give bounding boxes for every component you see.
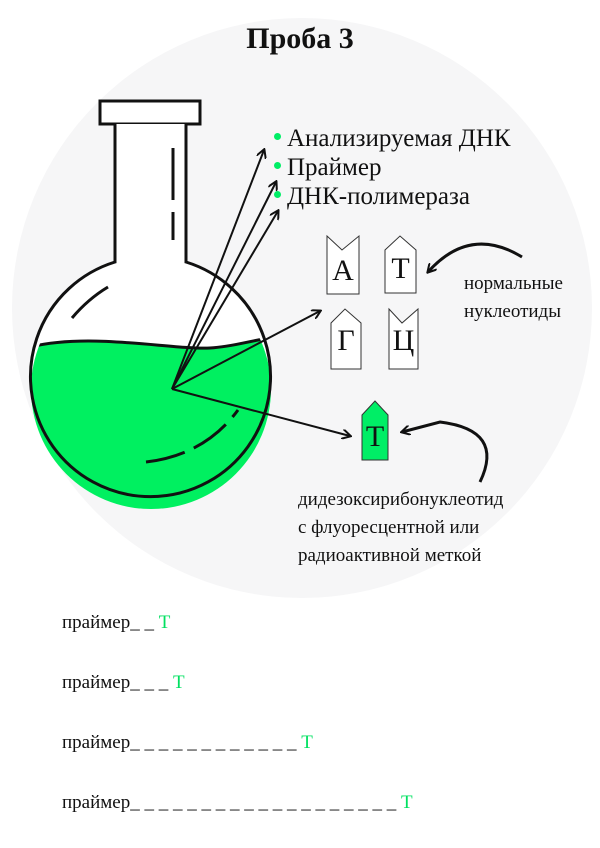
terminal-nucleotide: Т [172, 672, 185, 693]
terminal-nucleotide: Т [400, 792, 413, 813]
fragment-row: праймер_ _ _ _ _ _ _ _ _ _ _ _ _ _ _ _ _… [62, 792, 413, 813]
legend-item-analyzed-dna: Анализируемая ДНК [274, 124, 511, 153]
nucleotide-g-letter: Г [337, 324, 355, 357]
reagent-arrows [171, 150, 350, 436]
nucleotide-t-letter: Т [391, 252, 410, 285]
nucleotide-a-letter: А [332, 254, 354, 287]
terminal-nucleotide: Т [301, 732, 313, 753]
dideoxy-label: дидезоксирибонуклеотид с флуоресцентной … [298, 489, 504, 566]
flask-icon [29, 99, 272, 509]
fragment-row: праймер_ _ _ Т [62, 672, 185, 693]
bullet-icon [274, 191, 281, 198]
normal-nucleotides-label: нормальные нуклеотиды [464, 273, 563, 322]
fragment-row: праймер_ _ _ _ _ _ _ _ _ _ _ _ Т [62, 732, 313, 753]
curved-arrow-normal [428, 242, 523, 272]
flask-diagram [29, 99, 523, 509]
labeled-nucleotide-letter: Т [365, 420, 385, 453]
nucleotide-g-icon [330, 308, 362, 370]
bullet-icon [274, 162, 281, 169]
labeled-nucleotide-icon [361, 400, 389, 461]
nucleotide-a-icon [326, 234, 360, 295]
terminal-nucleotide: Т [158, 612, 171, 633]
nucleotide-c-letter: Ц [392, 324, 415, 357]
nucleotide-c-icon [388, 307, 419, 370]
bullet-icon [274, 133, 281, 140]
page-title: Проба 3 [246, 22, 354, 55]
legend-item-polymerase: ДНК-полимераза [274, 182, 511, 211]
legend-item-primer: Праймер [274, 153, 511, 182]
fragment-row: праймер_ _ Т [62, 612, 171, 633]
curved-arrow-labeled [402, 420, 489, 483]
nucleotide-t-icon [384, 235, 417, 294]
reagent-legend: Анализируемая ДНК Праймер ДНК-полимераза [274, 124, 511, 211]
